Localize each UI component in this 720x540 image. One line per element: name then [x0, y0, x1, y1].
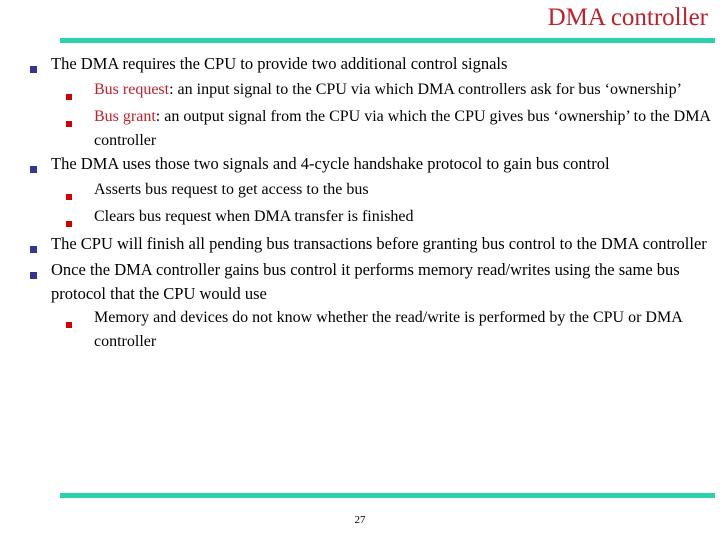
bullet-marker-square-blue: [30, 152, 51, 178]
bullet-item-level1: The DMA uses those two signals and 4-cyc…: [30, 152, 720, 178]
bullet-highlight-term: Bus request: [94, 81, 170, 98]
bullet-item-level1: The CPU will finish all pending bus tran…: [30, 232, 720, 258]
title-divider-top: [60, 38, 715, 43]
bullet-item-level2: Bus grant: an output signal from the CPU…: [66, 105, 720, 152]
bullet-text: The DMA requires the CPU to provide two …: [51, 54, 508, 73]
bullet-marker-square-red: [66, 178, 94, 205]
bullet-text: Bus grant: an output signal from the CPU…: [94, 105, 720, 152]
bullet-text: Bus request: an input signal to the CPU …: [94, 78, 720, 102]
bullet-text: Once the DMA controller gains bus contro…: [51, 260, 680, 304]
bullet-marker-square-red: [66, 205, 94, 232]
bullet-text: Asserts bus request to get access to the…: [94, 181, 369, 198]
bullet-item-level2: Bus request: an input signal to the CPU …: [66, 78, 720, 105]
bullet-text: Clears bus request when DMA transfer is …: [94, 208, 414, 225]
bullet-text: Memory and devices do not know whether t…: [94, 309, 682, 350]
bullet-marker-square-blue: [30, 258, 51, 284]
bullet-item-level1: The DMA requires the CPU to provide two …: [30, 52, 720, 78]
bullet-text-rest: : an input signal to the CPU via which D…: [169, 81, 682, 98]
bullet-text: The DMA uses those two signals and 4-cyc…: [51, 154, 610, 173]
bullet-marker-square-red: [66, 105, 94, 132]
bullet-text: The CPU will finish all pending bus tran…: [51, 234, 707, 253]
slide-body: The DMA requires the CPU to provide two …: [30, 52, 720, 353]
bullet-marker-square-red: [66, 78, 94, 105]
bullet-item-level2: Clears bus request when DMA transfer is …: [66, 205, 720, 232]
bullet-marker-square-blue: [30, 232, 51, 258]
bullet-item-level1: Once the DMA controller gains bus contro…: [30, 258, 720, 306]
bullet-marker-square-blue: [30, 52, 51, 78]
bullet-highlight-term: Bus grant: [94, 108, 156, 125]
bullet-marker-square-red: [66, 306, 94, 333]
slide-number: 27: [354, 514, 366, 526]
bullet-item-level2: Asserts bus request to get access to the…: [66, 178, 720, 205]
bullet-item-level2: Memory and devices do not know whether t…: [66, 306, 720, 353]
page-title: DMA controller: [547, 4, 708, 31]
bullet-text-rest: : an output signal from the CPU via whic…: [94, 108, 711, 149]
footer-divider-bottom: [60, 493, 715, 498]
title-area: DMA controller: [60, 2, 708, 36]
